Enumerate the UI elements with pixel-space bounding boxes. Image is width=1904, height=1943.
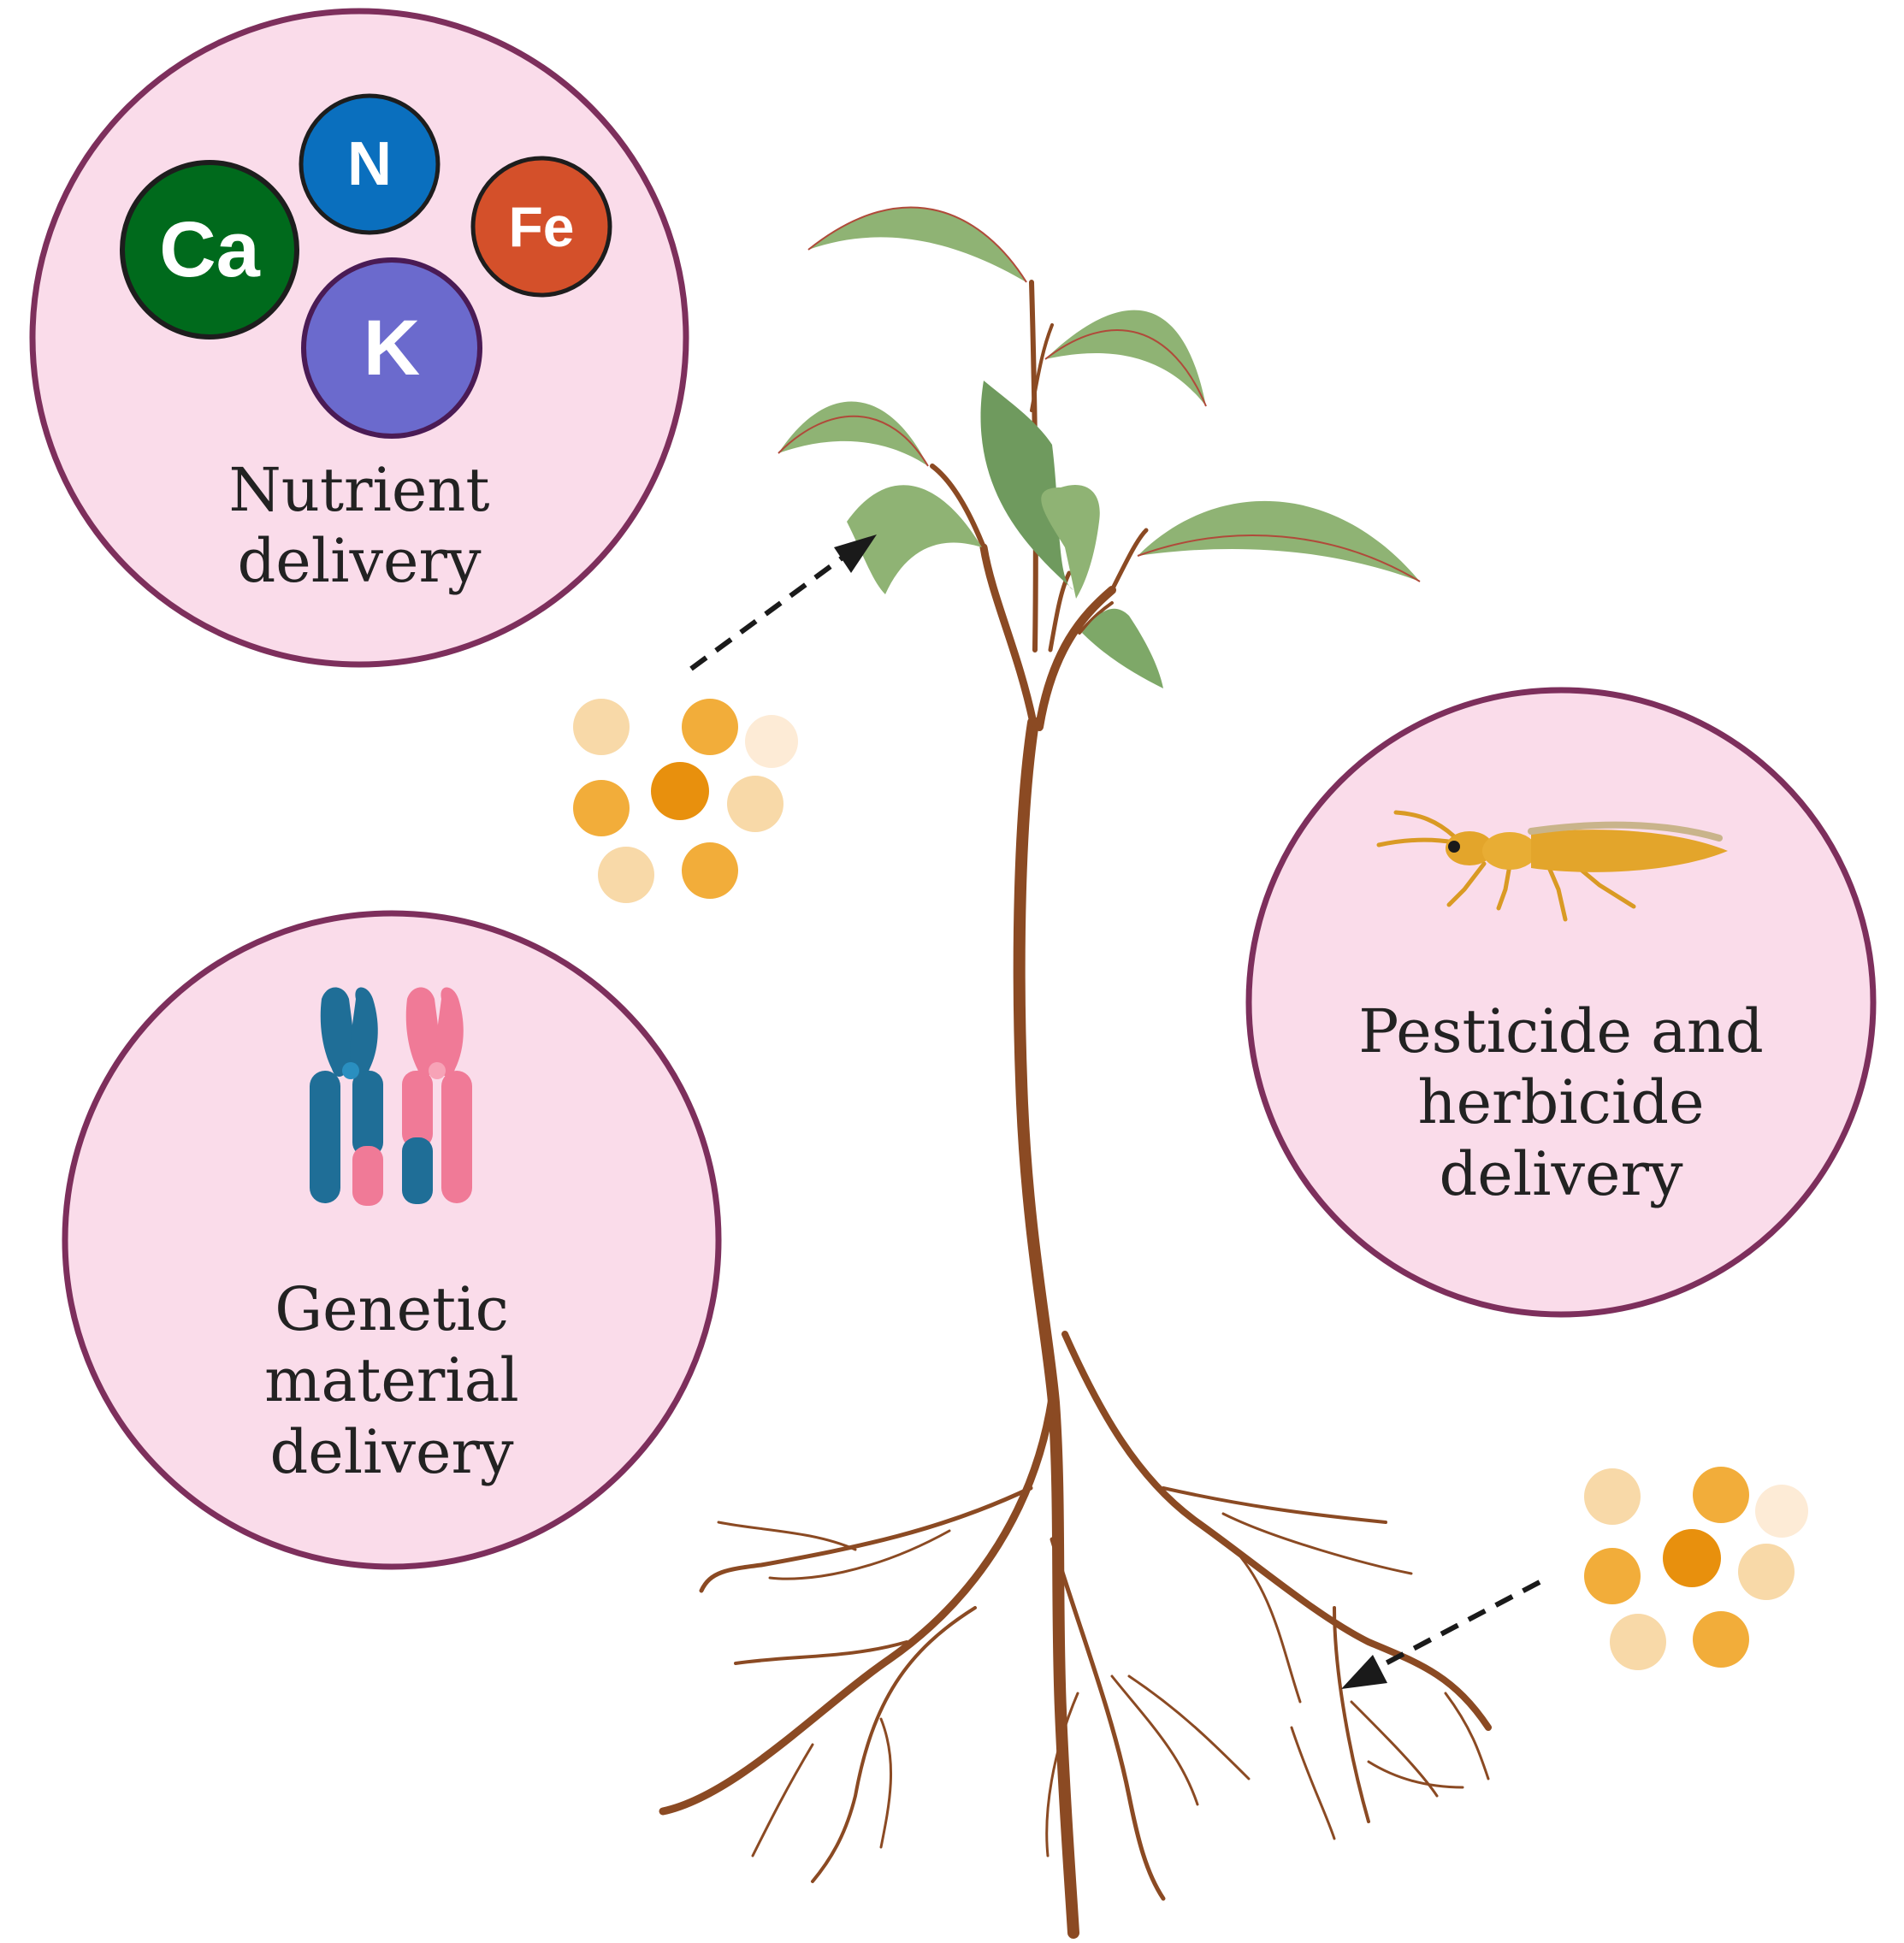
dashed-arrow-icon <box>1341 1580 1541 1689</box>
element-n-icon: N <box>299 93 441 235</box>
pesticide-delivery-panel: Pesticide and herbicide delivery <box>1245 687 1877 1318</box>
pesticide-delivery-circle <box>1245 687 1877 1318</box>
nanoparticle <box>598 847 654 903</box>
nanoparticle <box>682 842 738 899</box>
element-k-symbol: K <box>364 304 420 392</box>
nanoparticle <box>1693 1467 1749 1523</box>
leaf <box>980 381 1073 590</box>
nanoparticle <box>1755 1485 1808 1538</box>
nanoparticle <box>573 780 630 836</box>
element-fe-symbol: Fe <box>508 195 574 258</box>
plant-leaves <box>778 206 1421 688</box>
nanoparticle <box>1610 1614 1666 1670</box>
nanoparticle <box>1693 1611 1749 1668</box>
chromosome-icon <box>310 987 472 1206</box>
plant-icon <box>659 206 1492 1939</box>
element-fe-icon: Fe <box>470 156 612 298</box>
genetic-delivery-circle <box>62 910 722 1570</box>
genetic-label-line2: material <box>264 1345 519 1415</box>
nanoparticle <box>682 699 738 755</box>
element-ca-symbol: Ca <box>159 206 260 293</box>
nutrient-label-line1: Nutrient <box>229 455 490 525</box>
nanoparticle <box>1584 1548 1641 1604</box>
genetic-delivery-panel: Genetic material delivery <box>62 910 722 1570</box>
nanoparticle <box>573 699 630 755</box>
plant-roots <box>659 1331 1492 1901</box>
leaf <box>1045 310 1206 406</box>
nutrient-label-line2: delivery <box>238 526 482 596</box>
nanoparticle-cluster-icon <box>1584 1467 1808 1670</box>
genetic-label-line3: delivery <box>270 1417 514 1487</box>
leaf <box>808 207 1026 282</box>
nanoparticle <box>651 762 709 820</box>
pesticide-label-line1: Pesticide and <box>1358 996 1764 1066</box>
nutrient-delivery-panel: Ca N Fe K Nutrient delivery <box>29 8 689 668</box>
nanoparticle <box>1663 1529 1721 1587</box>
genetic-label-line1: Genetic <box>275 1274 509 1344</box>
nanoparticle <box>745 715 798 768</box>
element-n-symbol: N <box>347 130 392 198</box>
leaf <box>1138 500 1420 582</box>
nanoparticle <box>1738 1544 1795 1600</box>
nanoparticle <box>1584 1468 1641 1525</box>
pesticide-label-line2: herbicide <box>1418 1067 1705 1137</box>
pesticide-label-line3: delivery <box>1440 1139 1683 1209</box>
nanoparticle-cluster-icon <box>573 699 798 903</box>
dashed-arrow-icon <box>689 534 877 671</box>
element-k-icon: K <box>301 257 482 439</box>
insect-icon <box>1376 810 1728 922</box>
leaf <box>1082 608 1163 688</box>
nanoparticle <box>727 776 783 832</box>
leaf <box>778 401 928 466</box>
leaf <box>847 485 982 594</box>
element-ca-icon: Ca <box>120 160 299 340</box>
leaf <box>1041 484 1100 599</box>
